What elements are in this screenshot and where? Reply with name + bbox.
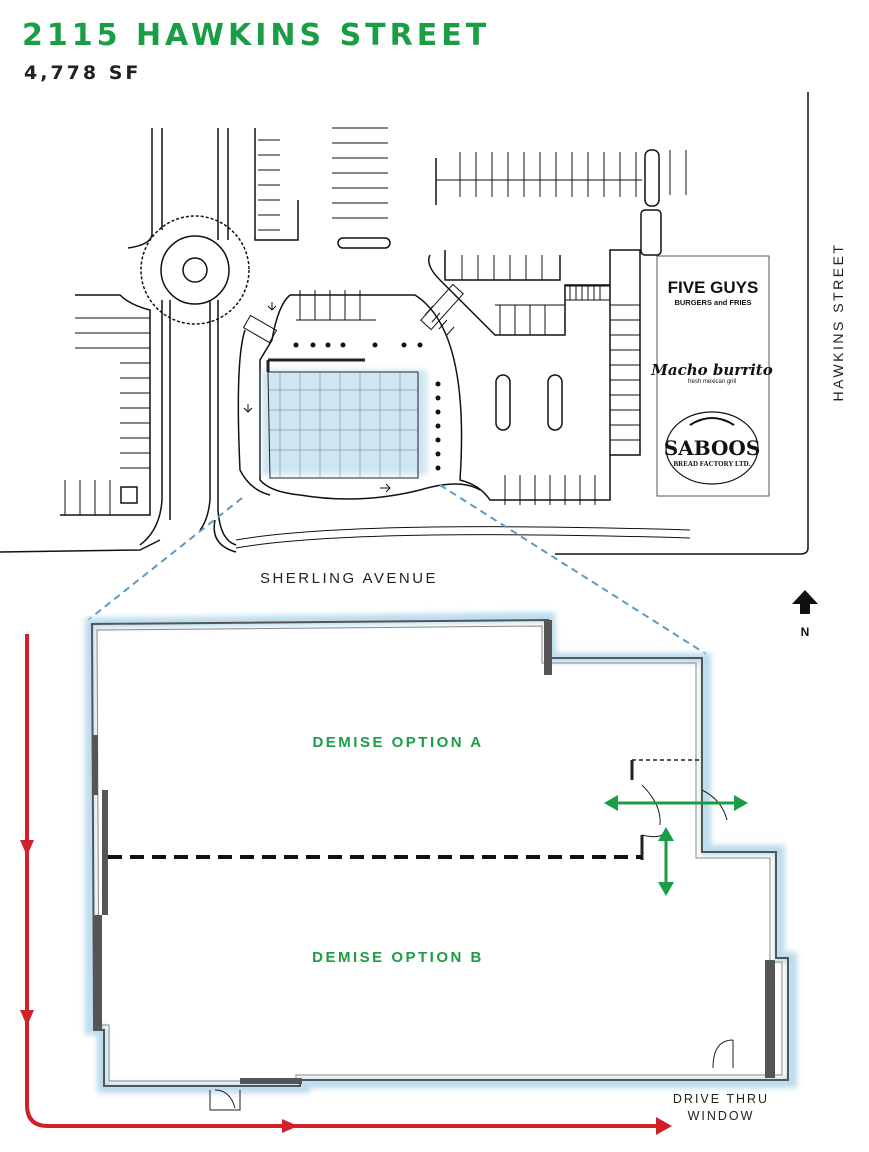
parking-island (640, 209, 662, 256)
roundabout-center (182, 257, 208, 283)
parking-island (644, 149, 660, 207)
floorplan-thick-walls (92, 620, 775, 1084)
tenant-macho-burrito-tagline: fresh mexican grill (688, 379, 736, 385)
parking-stalls (444, 250, 561, 281)
demise-option-b-label: DEMISE OPTION B (312, 949, 484, 966)
street-label-hawkins: HAWKINS STREET (830, 243, 846, 402)
road-curb (217, 300, 237, 546)
road-curb (139, 300, 163, 546)
traffic-arrows (243, 302, 391, 493)
road-edge (235, 526, 691, 541)
tenant-five-guys-tagline: BURGERS and FRIES (674, 298, 751, 307)
north-arrow-icon (792, 590, 818, 614)
drive-thru-label-line2: WINDOW (688, 1109, 755, 1123)
crosswalks (242, 283, 611, 344)
tenant-five-guys-name: FIVE GUYS (668, 278, 759, 297)
access-arrows (604, 795, 748, 896)
floorplan-walls (90, 618, 789, 1087)
drive-thru-path (20, 634, 672, 1135)
parking-lot-main (290, 249, 641, 501)
road-curb (213, 519, 237, 553)
parking-lot-west (60, 294, 151, 516)
road-edge (235, 534, 691, 549)
parking-island (547, 374, 563, 431)
parking-island (495, 374, 511, 431)
site-plan (0, 92, 809, 555)
parking-lot-north (254, 128, 299, 241)
road-curb (199, 300, 211, 531)
tenant-saboos-tagline: BREAD FACTORY LTD. (674, 460, 751, 468)
parking-stalls (64, 127, 687, 515)
road-edge (0, 539, 161, 553)
tenant-saboos-name: SABOOS (664, 436, 761, 460)
page-subtitle: 4,778 SF (24, 62, 142, 84)
parking-island (337, 237, 391, 249)
site-building (266, 358, 419, 479)
saboos-logo-badge (665, 411, 759, 485)
drive-thru-label-line1: DRIVE THRU (673, 1092, 769, 1106)
roundabout-ring (160, 235, 230, 305)
utility-box (120, 486, 138, 504)
demise-option-a-label: DEMISE OPTION A (312, 734, 483, 751)
callout-lines (87, 484, 707, 655)
road-curb (127, 128, 153, 249)
tenant-macho-burrito-name: Macho burrito (650, 361, 772, 379)
page-title: 2115 HAWKINS STREET (22, 18, 491, 53)
light-poles (293, 342, 441, 471)
roundabout-outer (140, 215, 250, 325)
parking-lot-east (428, 254, 610, 336)
site-building-highlight-glow (262, 370, 427, 475)
street-label-sherling: SHERLING AVENUE (260, 570, 438, 587)
property-line (555, 92, 809, 555)
drive-lane-curb (237, 329, 271, 496)
north-label: N (801, 625, 810, 639)
vestibule (209, 759, 734, 1111)
floorplan-glow (85, 611, 797, 1093)
